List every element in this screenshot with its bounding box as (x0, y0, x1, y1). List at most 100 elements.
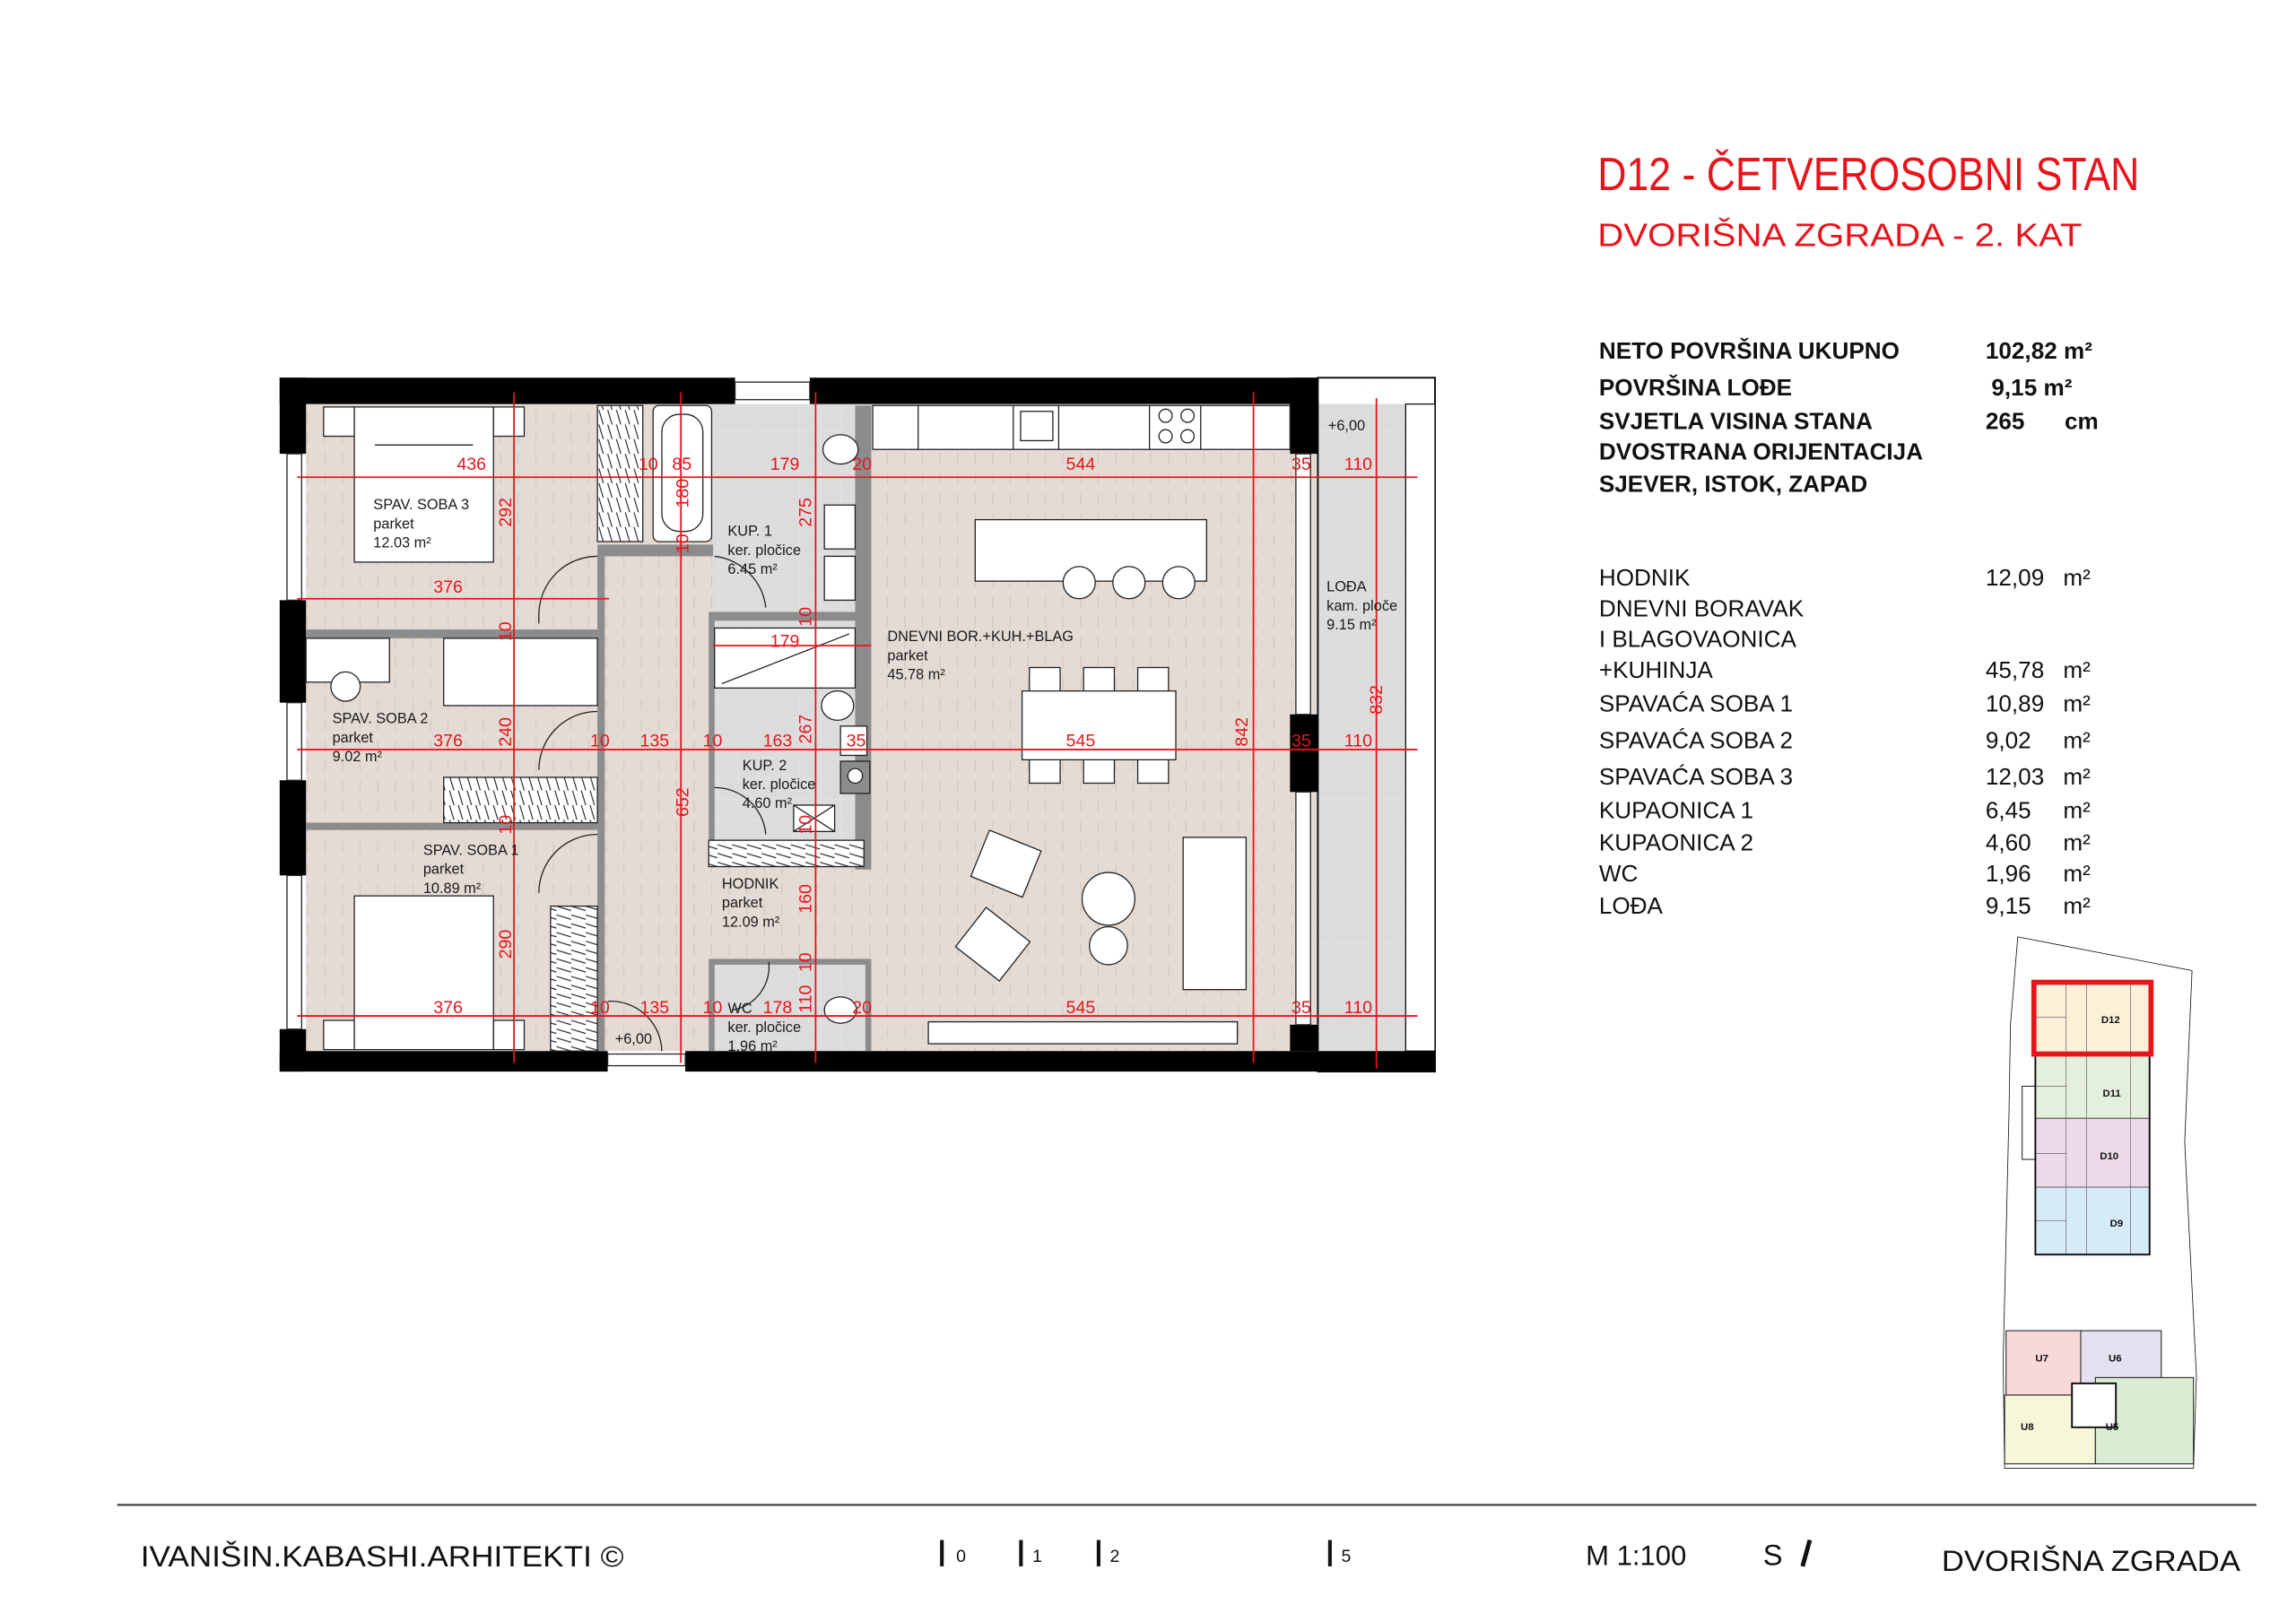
windows (286, 381, 1311, 1067)
dimension-label: 35 (1292, 998, 1311, 1018)
room-area: 4.60 m² (743, 795, 793, 811)
room-floor: parket (722, 895, 763, 911)
sofa (1182, 837, 1248, 991)
scale-tick: 2 (1110, 1547, 1120, 1566)
dimension-label: 275 (796, 498, 815, 527)
room-list-unit: m² (2063, 892, 2091, 919)
level-loggia: +6,00 (1328, 418, 1365, 434)
wardrobe-bedroom-1 (550, 905, 598, 1052)
level-entrance: +6,00 (615, 1031, 652, 1047)
dimension-label: 35 (1292, 455, 1311, 474)
dimension-label: 842 (1232, 717, 1252, 747)
dimension-label: 110 (1344, 998, 1372, 1018)
dimension-label: 376 (433, 577, 463, 597)
room-list-unit: m² (2063, 690, 2091, 716)
loggia-floor (1318, 403, 1406, 1052)
room-area: 10.89 m² (423, 880, 482, 897)
room-list-label: HODNIK (1599, 564, 1691, 591)
dining-table (1021, 690, 1177, 761)
room-name: KUP. 2 (743, 758, 787, 774)
room-list-label: SPAVAĆA SOBA 2 (1599, 726, 1793, 753)
room-area: 12.03 m² (373, 535, 431, 551)
dimension-label: 240 (496, 717, 516, 747)
room-list-unit: m² (2063, 797, 2091, 824)
room-area: 6.45 m² (727, 561, 778, 577)
dimension-label: 20 (852, 998, 872, 1018)
bed-bedroom-2 (443, 638, 598, 707)
keyplan-unit: U7 (2035, 1353, 2048, 1364)
coffee-table (1081, 872, 1135, 926)
room-area: 9.15 m² (1326, 617, 1377, 633)
dimension-label: 10 (703, 998, 723, 1018)
desk-chair (330, 671, 361, 702)
room-floor: ker. pločice (727, 542, 801, 559)
room-floor: parket (333, 730, 374, 746)
page-subtitle: DVORIŠNA ZGRADA - 2. KAT (1597, 216, 2082, 253)
bed-bedroom-3 (353, 406, 494, 563)
room-area: 12.09 m² (722, 914, 780, 930)
room-list-label: DNEVNI BORAVAK (1599, 594, 1805, 621)
wardrobe-bedroom-2 (443, 776, 598, 824)
summary-label: NETO POVRŠINA UKUPNO (1599, 337, 1900, 364)
room-list-label: KUPAONICA 1 (1599, 797, 1753, 824)
bed-bedroom-1 (353, 895, 494, 1051)
kitchen-sink (1020, 411, 1054, 442)
drawing-scale: M 1:100 (1586, 1540, 1686, 1571)
scale-tick: 1 (1032, 1547, 1042, 1566)
scale-tick: 5 (1342, 1547, 1352, 1566)
sink (823, 504, 857, 550)
dimension-label: 178 (763, 998, 793, 1018)
dimension-label: 290 (496, 930, 516, 959)
keyplan-unit: D12 (2101, 1015, 2120, 1026)
wardrobe (596, 404, 644, 542)
room-name: SPAV. SOBA 2 (333, 711, 429, 727)
dimension-label: 20 (852, 455, 872, 474)
room-list-label: LOĐA (1599, 892, 1664, 919)
dimension-label: 652 (673, 787, 692, 817)
summary-value: 102,82 m² (1986, 337, 2092, 364)
key-plan: D12 D11 D10 D9 U7 U6 U8 U5 (2003, 936, 2197, 1469)
summary-value: 265 (1986, 407, 2025, 434)
room-list-unit: m² (2063, 656, 2091, 683)
dimension-label: 10 (796, 815, 815, 835)
dimension-label: 110 (1344, 455, 1372, 474)
dimension-label: 10 (496, 621, 516, 641)
room-name: HODNIK (722, 876, 779, 892)
dimension-label: 10 (496, 815, 516, 835)
page-title: D12 - ČETVEROSOBNI STAN (1597, 149, 2139, 201)
room-name: LOĐA (1326, 579, 1367, 595)
dimension-label: 10 (590, 732, 610, 751)
stool (1161, 566, 1196, 600)
summary-label: SJEVER, ISTOK, ZAPAD (1599, 471, 1867, 498)
dimension-label: 10 (639, 455, 658, 474)
room-name: DNEVNI BOR.+KUH.+BLAG (887, 629, 1074, 645)
room-list-unit: m² (2063, 726, 2091, 753)
dimension-label: 10 (703, 732, 723, 751)
room-area-list: HODNIK 12,09 m² DNEVNI BORAVAK I BLAGOVAONIC… (1599, 564, 2091, 919)
summary-label: POVRŠINA LOĐE (1599, 374, 1792, 401)
dimension-label: 10 (796, 952, 815, 972)
room-list-value: 45,78 (1986, 656, 2044, 683)
highlight-d12 (2031, 979, 2154, 1057)
dimension-label: 832 (1367, 685, 1387, 715)
room-floor: parket (423, 862, 465, 878)
summary-label: DVOSTRANA ORIJENTACIJA (1599, 438, 1923, 465)
room-floor: ker. pločice (727, 1019, 801, 1036)
room-list-label: I BLAGOVAONICA (1599, 626, 1797, 653)
dimension-label: 160 (796, 884, 815, 914)
bathtub-basin (661, 413, 704, 533)
dimension-label: 179 (770, 455, 800, 474)
tv-unit (927, 1020, 1239, 1045)
dimension-label: 179 (770, 632, 800, 652)
room-floor: parket (373, 516, 414, 532)
dimension-label: 10 (796, 607, 815, 627)
dimension-label: 10 (590, 998, 610, 1018)
room-name: SPAV. SOBA 1 (423, 842, 519, 858)
room-list-value: 4,60 (1986, 829, 2031, 856)
dimension-label: 545 (1066, 998, 1096, 1018)
room-list-unit: m² (2063, 564, 2091, 591)
room-name: WC (727, 1001, 752, 1017)
room-list-value: 12,09 (1986, 564, 2044, 591)
